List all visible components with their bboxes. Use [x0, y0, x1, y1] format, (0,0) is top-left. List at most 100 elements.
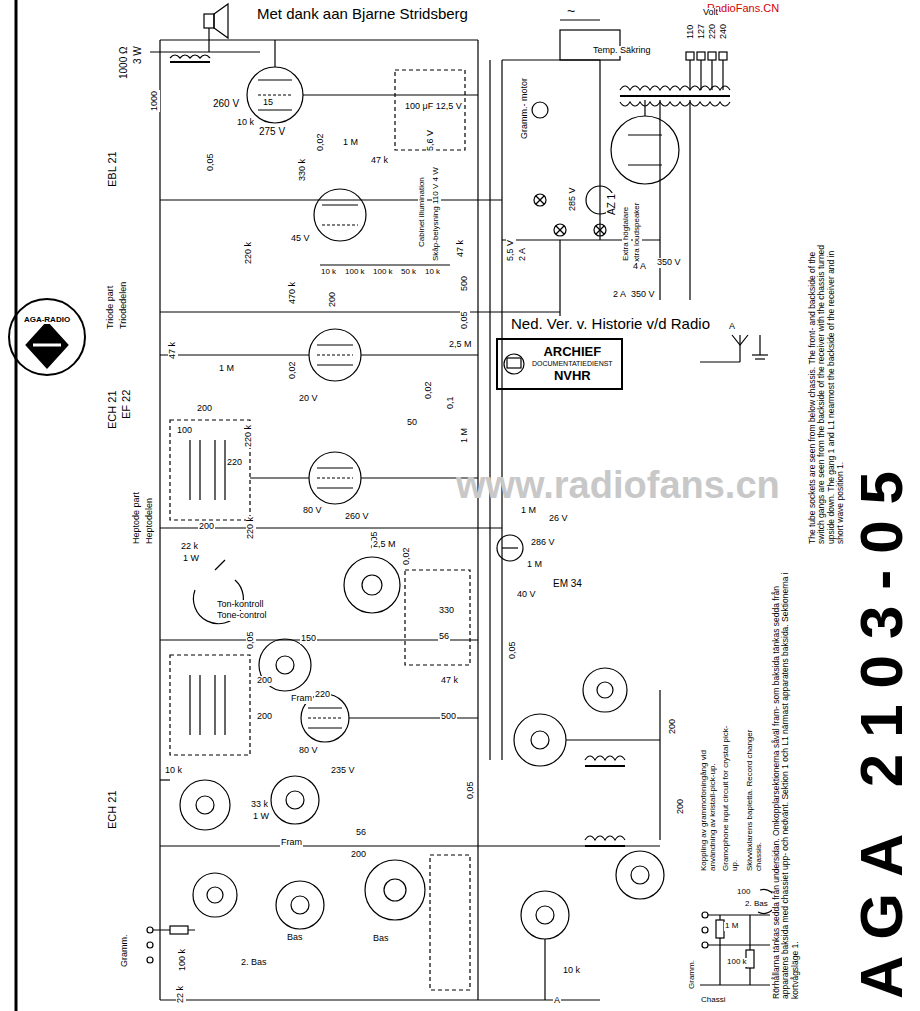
- component-value: Extra högtalare: [622, 206, 631, 262]
- model-title: AGA 2103-05: [852, 454, 912, 1000]
- component-value: 1000 Ω: [118, 46, 129, 81]
- component-value: 10 k: [164, 766, 183, 776]
- component-value: 200: [350, 850, 367, 860]
- component-value: 80 V: [298, 746, 319, 756]
- component-value: 47 k: [440, 676, 459, 686]
- component-value: 2 A: [518, 247, 528, 262]
- component-value: 100 k: [178, 948, 188, 972]
- note-text: The tube sockets are seen from below cha…: [808, 243, 845, 545]
- component-value: 0,05: [246, 630, 256, 650]
- component-value: 220: [226, 458, 243, 468]
- component-value: 10 k: [562, 966, 581, 976]
- component-value: 1000: [150, 90, 160, 112]
- component-value: 22 k: [180, 542, 199, 552]
- component-value: Cabinet illumination: [418, 176, 427, 248]
- component-value: Gramm.- motor: [520, 77, 530, 140]
- component-value: 0,02: [424, 380, 434, 400]
- component-value: 4 A: [632, 262, 647, 272]
- component-value: 200: [668, 718, 678, 735]
- component-value: 0,02: [288, 360, 298, 380]
- header-text: ~: [566, 4, 576, 19]
- component-value: 5,6 V: [426, 129, 436, 152]
- component-value: 0,05: [508, 640, 518, 660]
- component-value: 0,05: [206, 152, 216, 172]
- component-value: 5,5 V: [506, 239, 516, 262]
- component-value: 500: [460, 275, 470, 292]
- component-value: 50: [406, 418, 418, 428]
- component-value: Ton-kontroll: [216, 600, 265, 610]
- component-value: 220 k: [244, 424, 254, 448]
- component-value: 500: [440, 712, 457, 722]
- component-value: 220: [314, 690, 331, 700]
- component-value: 200: [196, 404, 213, 414]
- component-value: 0,05: [466, 780, 476, 800]
- component-value: 0,05: [460, 310, 470, 330]
- component-value: 200: [198, 522, 215, 532]
- component-value: 56: [438, 632, 450, 642]
- tube-name: EF 22: [120, 389, 132, 420]
- component-value: 2,5 M: [372, 540, 397, 550]
- header-text: Ned. Ver. v. Historie v/d Radio: [510, 316, 711, 333]
- component-value: 220 k: [244, 241, 254, 265]
- component-value: 15: [262, 98, 274, 108]
- logo-text: AGA-RADIO: [24, 315, 70, 324]
- component-value: 100 k: [344, 268, 366, 277]
- component-value: Triodedelen: [119, 281, 129, 330]
- component-value: 10 k: [236, 118, 255, 128]
- tube-name: EBL 21: [106, 150, 118, 188]
- component-value: Heptode part: [132, 491, 142, 545]
- component-value: 47 k: [456, 239, 466, 258]
- component-value: 1 W: [252, 812, 270, 822]
- component-value: 40 V: [516, 590, 537, 600]
- component-value: 200: [328, 291, 338, 308]
- component-value: 286 V: [530, 538, 556, 548]
- component-value: 1 M: [526, 560, 543, 570]
- note-text: Gramophone input circuit for crystal pic…: [722, 720, 740, 872]
- component-value: 1 M: [342, 138, 359, 148]
- component-value: 470 k: [288, 281, 298, 305]
- component-value: 2. Bas: [744, 900, 769, 909]
- component-value: 2,5 M: [448, 340, 473, 350]
- component-value: Temp. Säkring: [592, 46, 652, 56]
- component-value: 2 A: [612, 290, 627, 300]
- component-value: 1 M: [724, 922, 739, 931]
- tube-name: ECH 21: [106, 789, 118, 830]
- component-value: 110: [686, 24, 696, 40]
- component-value: 200: [256, 712, 273, 722]
- component-value: 0,02: [316, 132, 326, 152]
- component-value: 127: [697, 23, 707, 40]
- component-value: 0,02: [402, 546, 412, 566]
- component-value: 1 M: [460, 427, 470, 444]
- component-value: 33 k: [250, 800, 269, 810]
- header-text: www.radiofans.cn: [455, 465, 781, 507]
- component-value: 47 k: [370, 156, 389, 166]
- component-value: 2. Bas: [240, 958, 268, 968]
- component-value: 0,1: [446, 395, 456, 410]
- component-value: Heptodelen: [145, 497, 155, 545]
- component-value: Triode part: [106, 285, 116, 330]
- component-value: 330 k: [298, 158, 308, 182]
- component-value: Gramm.: [120, 934, 130, 969]
- component-value: 220: [708, 23, 718, 40]
- note-text: Koppling av grammofoningång vid användni…: [700, 720, 718, 872]
- component-value: 1 W: [182, 554, 200, 564]
- component-value: 330: [438, 606, 455, 616]
- component-value: 150: [300, 634, 317, 644]
- component-value: 200: [256, 676, 273, 686]
- component-value: 350 V: [656, 258, 682, 268]
- component-value: 100: [176, 426, 193, 436]
- component-value: 220 k: [246, 516, 256, 540]
- component-value: Fram: [290, 694, 313, 704]
- component-value: Bas: [372, 934, 390, 944]
- component-value: Gramm.: [688, 959, 697, 990]
- component-value: A: [728, 322, 736, 332]
- component-value: Extra loudspeaker: [633, 202, 642, 268]
- component-value: AZ 1: [606, 193, 617, 216]
- stamp-text: ARCHIEF: [532, 344, 613, 360]
- component-value: 100 k: [726, 958, 748, 967]
- component-value: 47 k: [168, 341, 178, 360]
- component-value: Bas: [286, 933, 304, 943]
- component-value: 100 k: [372, 268, 394, 277]
- component-value: Fram: [280, 838, 303, 848]
